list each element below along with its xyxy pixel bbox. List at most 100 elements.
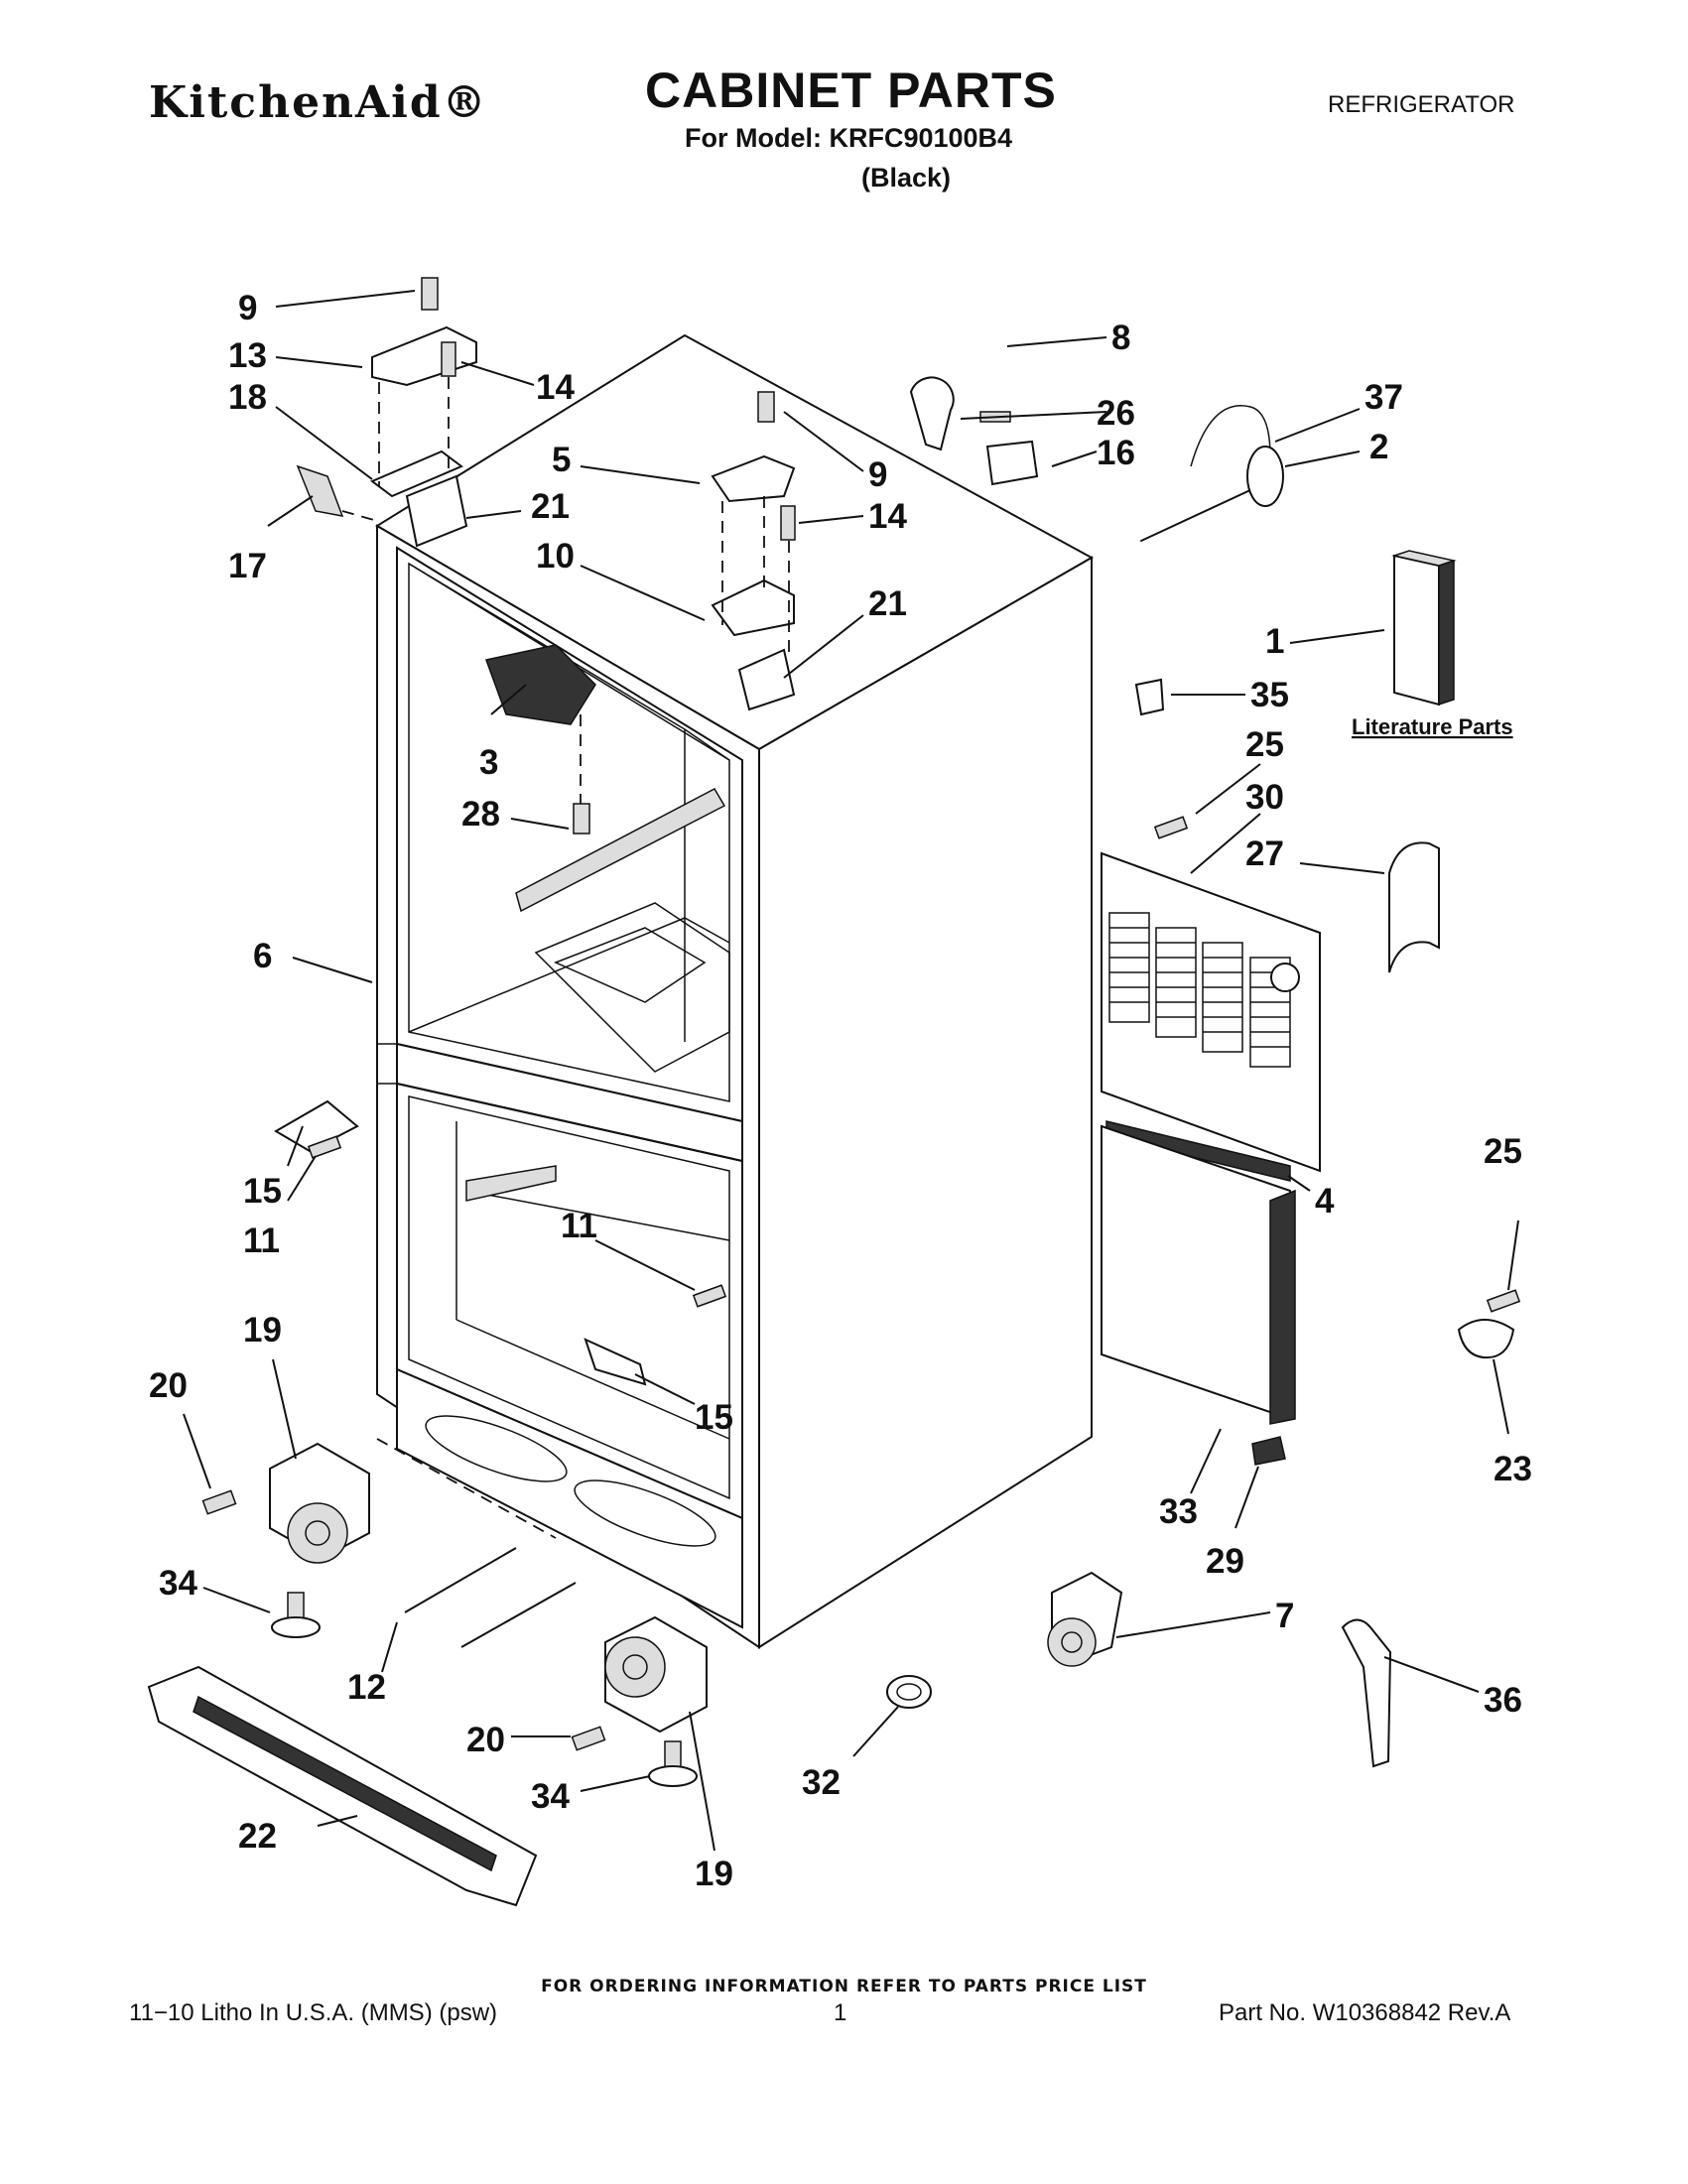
callout-4: 4 (1315, 1182, 1335, 1220)
callout-21b: 21 (868, 584, 907, 623)
hinge-cover-13 (371, 325, 477, 387)
callout-25b: 25 (1484, 1132, 1522, 1171)
hinge-cover-5 (711, 454, 796, 503)
leader-arrows (183, 290, 1519, 1852)
spacer-16 (985, 440, 1039, 486)
litho-line: 11−10 Litho In U.S.A. (MMS) (psw) (129, 1999, 498, 2026)
callout-11b: 11 (561, 1207, 597, 1245)
toe-grille-22 (147, 1665, 538, 1907)
callout-numbers: 9 13 18 14 17 21 5 9 14 10 21 8 26 16 37… (149, 289, 1532, 1893)
model-line: For Model: KRFC90100B4 (685, 123, 1013, 153)
callout-27: 27 (1245, 835, 1284, 873)
top-right-hinge-assembly (711, 391, 796, 711)
screw-25 (1153, 816, 1189, 839)
ordering-note: FOR ORDERING INFORMATION REFER TO PARTS … (541, 1977, 1147, 1996)
callout-8: 8 (1111, 319, 1130, 357)
page-number: 1 (834, 1999, 847, 2026)
callout-33: 33 (1159, 1492, 1198, 1531)
rear-panel-30 (1101, 851, 1321, 1173)
callout-35: 35 (1250, 676, 1289, 714)
clip-29 (1251, 1436, 1286, 1466)
hinge-shim-21b (737, 648, 796, 711)
cabinet-body (375, 333, 1095, 1649)
callout-14b: 14 (868, 497, 907, 536)
cord-connector-2 (1246, 446, 1284, 507)
bottom-left-roller (201, 1438, 557, 1638)
callout-20b: 20 (466, 1721, 505, 1759)
bracket-15b (584, 1338, 647, 1386)
screw-20b (571, 1726, 606, 1751)
right-roller-and-tool (886, 1571, 1392, 1768)
callout-5: 5 (552, 441, 571, 479)
callout-9b: 9 (868, 455, 887, 494)
screw-11b (692, 1284, 727, 1308)
callout-22: 22 (238, 1817, 277, 1856)
page-title: CABINET PARTS (645, 63, 1057, 118)
grommet-32 (886, 1675, 932, 1709)
hinge-10 (711, 578, 795, 637)
hinge-shim-21 (405, 474, 468, 548)
bottom-middle-roller (404, 1547, 708, 1787)
screw-25b (1486, 1289, 1521, 1313)
rear-parts (1101, 678, 1521, 1466)
callout-10: 10 (536, 537, 575, 576)
clamp-23 (1457, 1319, 1515, 1359)
callout-12: 12 (347, 1668, 386, 1707)
cover-27 (1388, 841, 1440, 973)
roller-wheel-b (604, 1636, 666, 1698)
screw-11 (307, 1135, 342, 1159)
brand-logo: KitchenAid® (149, 77, 488, 128)
hinge-screw-9b (757, 391, 775, 423)
top-left-hinge-assembly (296, 277, 477, 548)
callout-19b: 19 (695, 1855, 733, 1893)
callout-30: 30 (1245, 778, 1284, 817)
callout-26: 26 (1097, 394, 1135, 433)
callout-29: 29 (1206, 1542, 1244, 1581)
callout-14: 14 (536, 368, 575, 407)
callout-21: 21 (531, 487, 570, 526)
callout-23: 23 (1493, 1450, 1532, 1488)
wrench-36 (1341, 1618, 1392, 1768)
callout-1: 1 (1265, 622, 1284, 661)
callout-34b: 34 (531, 1777, 570, 1816)
hinge-hole-plug-17 (296, 464, 344, 517)
callout-9: 9 (238, 289, 257, 327)
callout-15b: 15 (695, 1398, 733, 1437)
callout-25: 25 (1245, 725, 1284, 764)
part-number: Part No. W10368842 Rev.A (1219, 1999, 1511, 2026)
callout-19: 19 (243, 1311, 282, 1349)
callout-6: 6 (253, 937, 272, 975)
small-parts-top-right (909, 376, 1284, 542)
callout-11: 11 (243, 1221, 280, 1260)
hinge-screw-14b (780, 505, 796, 541)
literature-parts-label: Literature Parts (1352, 714, 1513, 739)
callout-28: 28 (461, 795, 500, 834)
clip-26 (909, 376, 955, 451)
callout-3: 3 (479, 743, 498, 782)
clip-35 (1134, 678, 1165, 716)
callout-13: 13 (228, 336, 267, 375)
interior-parts (274, 644, 727, 1386)
callout-17: 17 (228, 547, 267, 585)
callout-34: 34 (159, 1564, 197, 1603)
callout-32: 32 (802, 1763, 841, 1802)
callout-2: 2 (1369, 428, 1388, 466)
literature-parts (1391, 550, 1457, 707)
callout-16: 16 (1097, 434, 1135, 472)
callout-15: 15 (243, 1172, 282, 1211)
callout-7: 7 (1275, 1597, 1294, 1635)
appliance-category: REFRIGERATOR (1328, 91, 1515, 118)
bracket-15 (274, 1099, 359, 1153)
color-line: (Black) (861, 163, 952, 193)
callout-18: 18 (228, 378, 267, 417)
callout-36: 36 (1484, 1681, 1522, 1720)
hinge-screw-9 (421, 277, 439, 311)
callout-20: 20 (149, 1366, 188, 1405)
roller-wheel (287, 1502, 348, 1564)
screw-28 (573, 803, 590, 835)
hinge-screw-14 (441, 341, 456, 377)
callout-37: 37 (1364, 378, 1403, 417)
hinge-18 (370, 450, 463, 498)
screw-20 (201, 1489, 237, 1515)
